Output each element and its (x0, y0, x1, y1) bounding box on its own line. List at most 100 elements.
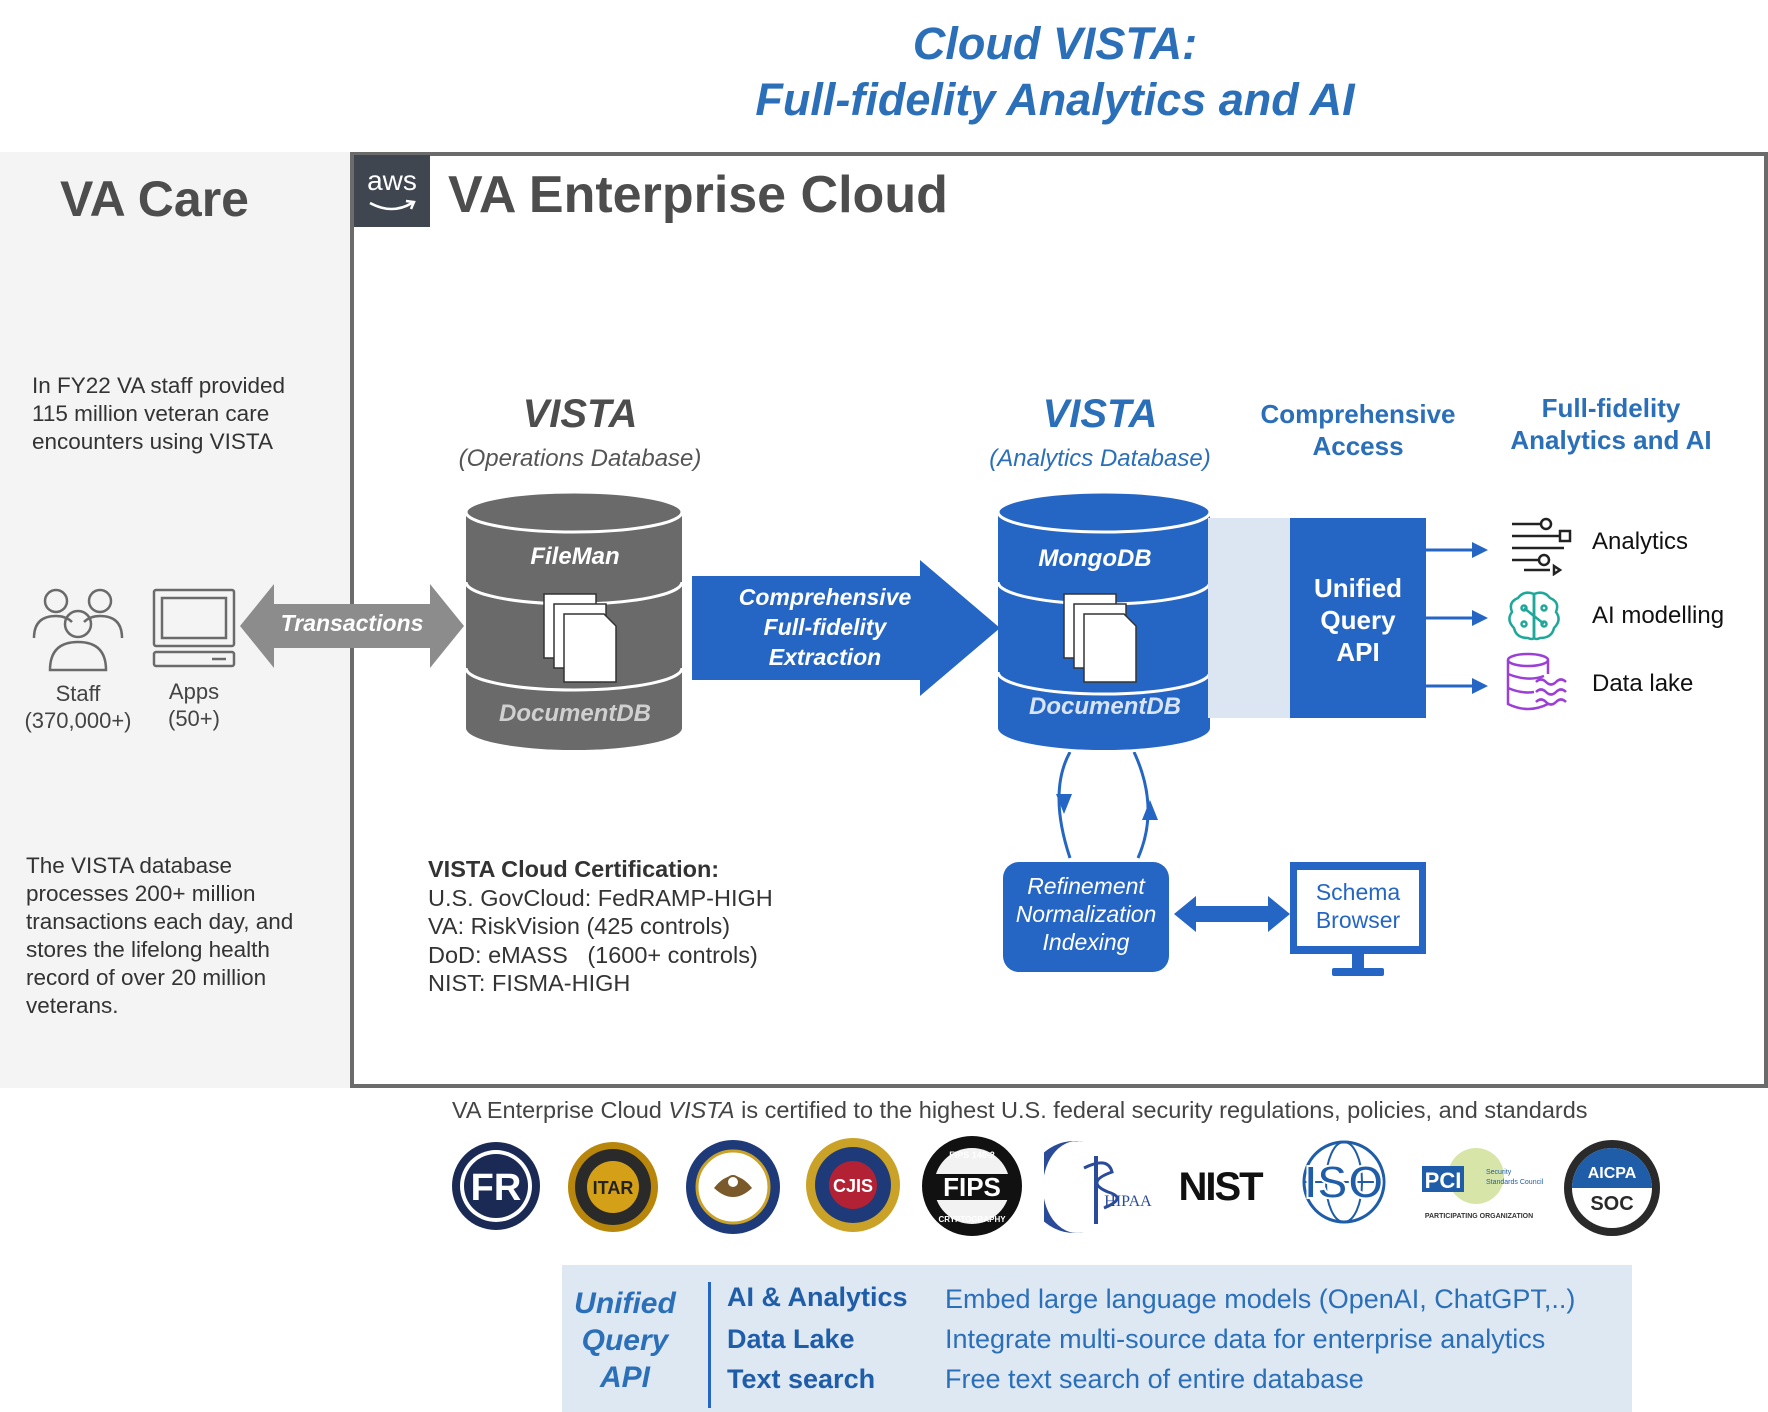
iso-logo-text: ISO (1304, 1156, 1383, 1208)
heading-line: Analytics and AI (1510, 425, 1712, 455)
fips-top-text: FIPS 140-2 (949, 1150, 995, 1160)
db-text-line: veterans. (26, 993, 119, 1018)
certification-line: U.S. GovCloud: FedRAMP-HIGH (428, 884, 773, 911)
ops-database-icon (464, 490, 684, 750)
monitor-stand-icon (1332, 954, 1384, 976)
heading-line: Access (1312, 431, 1404, 461)
aicpa-soc-logo: AICPA SOC (1564, 1140, 1660, 1236)
certification-line: DoD: eMASS (1600+ controls) (428, 941, 758, 968)
full-fidelity-heading: Full-fidelity Analytics and AI (1500, 392, 1722, 456)
api-row-value: Free text search of entire database (945, 1364, 1364, 1394)
certification-note: VA Enterprise Cloud VISTA is certified t… (452, 1097, 1588, 1124)
ops-db-top-label: FileMan (530, 543, 620, 570)
fedramp-logo-text: FR (471, 1167, 522, 1209)
heading-line: Full-fidelity (1541, 393, 1681, 423)
fedramp-logo: FR (452, 1142, 540, 1230)
dod-seal-logo (686, 1140, 780, 1234)
api-capabilities-panel (562, 1265, 1632, 1412)
analytics-db-title: VISTA (1042, 392, 1158, 436)
pci-sub-text: Security (1486, 1169, 1512, 1176)
analytics-db-bottom-label: DocumentDB (1028, 693, 1181, 720)
stat-line: encounters using VISTA (32, 429, 273, 454)
pci-sub-text: Standards Council (1486, 1179, 1544, 1186)
api-row-key: Text search (727, 1364, 876, 1394)
certification-line: NIST: FISMA-HIGH (428, 970, 631, 996)
api-title-line: Query (581, 1324, 669, 1357)
refinement-line: Indexing (1042, 929, 1130, 955)
api-title-line: API (599, 1361, 650, 1394)
page-title-line-1: Cloud VISTA: (912, 18, 1198, 69)
nist-logo-text: NIST (1178, 1165, 1263, 1209)
certification-line: VA: RiskVision (425 controls) (428, 913, 731, 939)
certification-block: VISTA Cloud Certification: U.S. GovCloud… (428, 855, 773, 998)
itar-logo-text: ITAR (593, 1178, 634, 1198)
cert-note-text: is certified to the highest U.S. federal… (734, 1097, 1588, 1123)
unified-query-api-box: Unified Query API (1290, 518, 1426, 718)
schema-line: Browser (1315, 907, 1401, 933)
output-label-data-lake: Data lake (1592, 670, 1694, 697)
db-text-line: stores the lifelong health (26, 937, 270, 962)
apps-label: Apps (50+) (148, 678, 240, 732)
aws-smile-icon (369, 199, 416, 211)
nist-logo: NIST (1178, 1165, 1265, 1209)
certification-title: VISTA Cloud Certification: (428, 856, 720, 882)
refinement-line: Refinement (1027, 873, 1145, 899)
ai-brain-icon (1508, 591, 1560, 641)
fips-logo-text: FIPS (943, 1172, 1001, 1202)
output-label-ai-modelling: AI modelling (1592, 602, 1725, 629)
cjis-logo: CJIS (806, 1138, 900, 1232)
analytics-db-top-label: MongoDB (1038, 545, 1152, 572)
stat-line: In FY22 VA staff provided (32, 373, 286, 398)
transactions-arrow (240, 584, 464, 668)
ops-db-subtitle: (Operations Database) (458, 445, 702, 472)
pci-bottom-text: PARTICIPATING ORGANIZATION (1425, 1213, 1533, 1220)
extraction-arrow (692, 560, 1000, 696)
apps-count: (50+) (168, 706, 220, 731)
ops-db-bottom-label: DocumentDB (498, 700, 651, 727)
itar-logo: ITAR (568, 1142, 658, 1232)
va-care-db-text: The VISTA database processes 200+ millio… (26, 852, 293, 1020)
va-care-stat-text: In FY22 VA staff provided 115 million ve… (32, 372, 285, 456)
api-row-value: Embed large language models (OpenAI, Cha… (945, 1284, 1576, 1314)
api-row-key: Data Lake (727, 1324, 855, 1354)
apps-label-text: Apps (168, 679, 220, 704)
refinement-box: Refinement Normalization Indexing (1003, 862, 1169, 972)
soc-logo-text: SOC (1590, 1193, 1633, 1215)
fips-bottom-text: CRYPTOGRAPHY (938, 1215, 1006, 1224)
transactions-label: Transactions (280, 610, 424, 636)
extraction-line: Extraction (768, 644, 882, 670)
output-arrows (1426, 542, 1488, 694)
fips-logo: FIPS FIPS 140-2 CRYPTOGRAPHY (922, 1136, 1022, 1236)
staff-icon (32, 588, 124, 672)
api-table-title: Unified Query API (570, 1285, 680, 1396)
cjis-logo-text: CJIS (833, 1176, 873, 1196)
refinement-loop-arrows (1056, 752, 1158, 859)
output-label-analytics: Analytics (1592, 528, 1689, 555)
data-lake-icon (1506, 652, 1567, 711)
connector-band (1208, 518, 1290, 718)
computer-icon (152, 588, 236, 668)
analytics-database-icon (996, 490, 1212, 750)
api-table-divider (708, 1282, 711, 1408)
uq-line: API (1336, 637, 1380, 667)
stat-line: 115 million veteran care (32, 401, 270, 426)
extraction-line: Full-fidelity (763, 614, 887, 640)
va-care-title: VA Care (60, 171, 249, 227)
uq-line: Query (1320, 605, 1396, 635)
aws-logo: aws (354, 155, 430, 227)
schema-double-arrow (1174, 896, 1290, 932)
page-title-line-2: Full-fidelity Analytics and AI (755, 74, 1355, 125)
iso-logo: ISO (1302, 1140, 1386, 1224)
db-text-line: processes 200+ million (26, 881, 256, 906)
schema-browser-screen: Schema Browser (1297, 870, 1419, 946)
heading-line: Comprehensive (1260, 399, 1456, 429)
comprehensive-access-heading: Comprehensive Access (1250, 398, 1466, 462)
staff-count: (370,000+) (24, 708, 132, 733)
db-text-line: The VISTA database (26, 853, 232, 878)
db-text-line: record of over 20 million (26, 965, 267, 990)
cert-note-vista: VISTA (668, 1097, 735, 1123)
refinement-line: Normalization (1015, 901, 1157, 927)
extraction-line: Comprehensive (738, 584, 912, 610)
api-row-value: Integrate multi-source data for enterpri… (945, 1324, 1546, 1354)
extraction-label: Comprehensive Full-fidelity Extraction (710, 582, 940, 672)
